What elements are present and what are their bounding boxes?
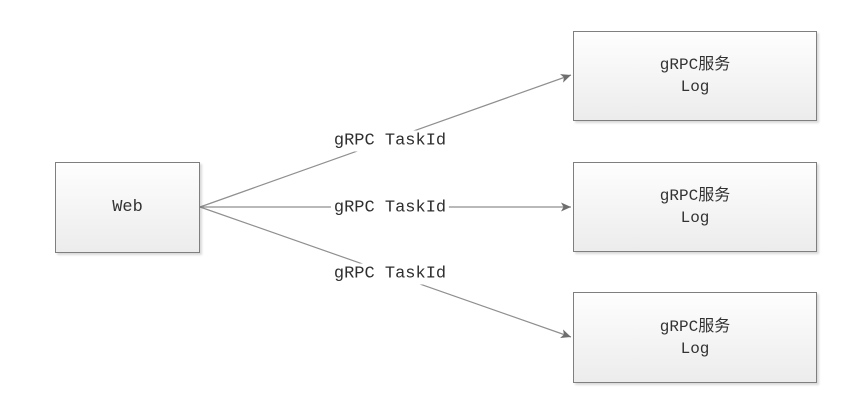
edge-label-bottom[interactable]: gRPC TaskId	[330, 263, 450, 285]
node-web-label: Web	[112, 198, 143, 217]
node-grpc-service-1-title: gRPC服务	[659, 56, 731, 74]
node-grpc-service-3-title: gRPC服务	[659, 317, 731, 336]
node-grpc-service-2-title: gRPC服务	[659, 187, 731, 205]
node-web[interactable]: Web	[55, 162, 200, 253]
node-grpc-service-3-subtitle: Log	[680, 339, 710, 358]
node-grpc-service-3[interactable]: gRPC服务 Log	[573, 292, 817, 383]
edge-label-top[interactable]: gRPC TaskId	[330, 130, 450, 152]
edge-label-middle-text: gRPC TaskId	[333, 198, 447, 218]
node-grpc-service-2[interactable]: gRPC服务 Log	[573, 162, 817, 252]
edge-label-top-text: gRPC TaskId	[333, 131, 447, 151]
edge-label-middle[interactable]: gRPC TaskId	[330, 197, 450, 219]
node-grpc-service-2-subtitle: Log	[680, 209, 710, 227]
node-grpc-service-1-subtitle: Log	[680, 78, 710, 96]
node-grpc-service-1[interactable]: gRPC服务 Log	[573, 31, 817, 121]
edge-label-bottom-text: gRPC TaskId	[333, 264, 447, 284]
